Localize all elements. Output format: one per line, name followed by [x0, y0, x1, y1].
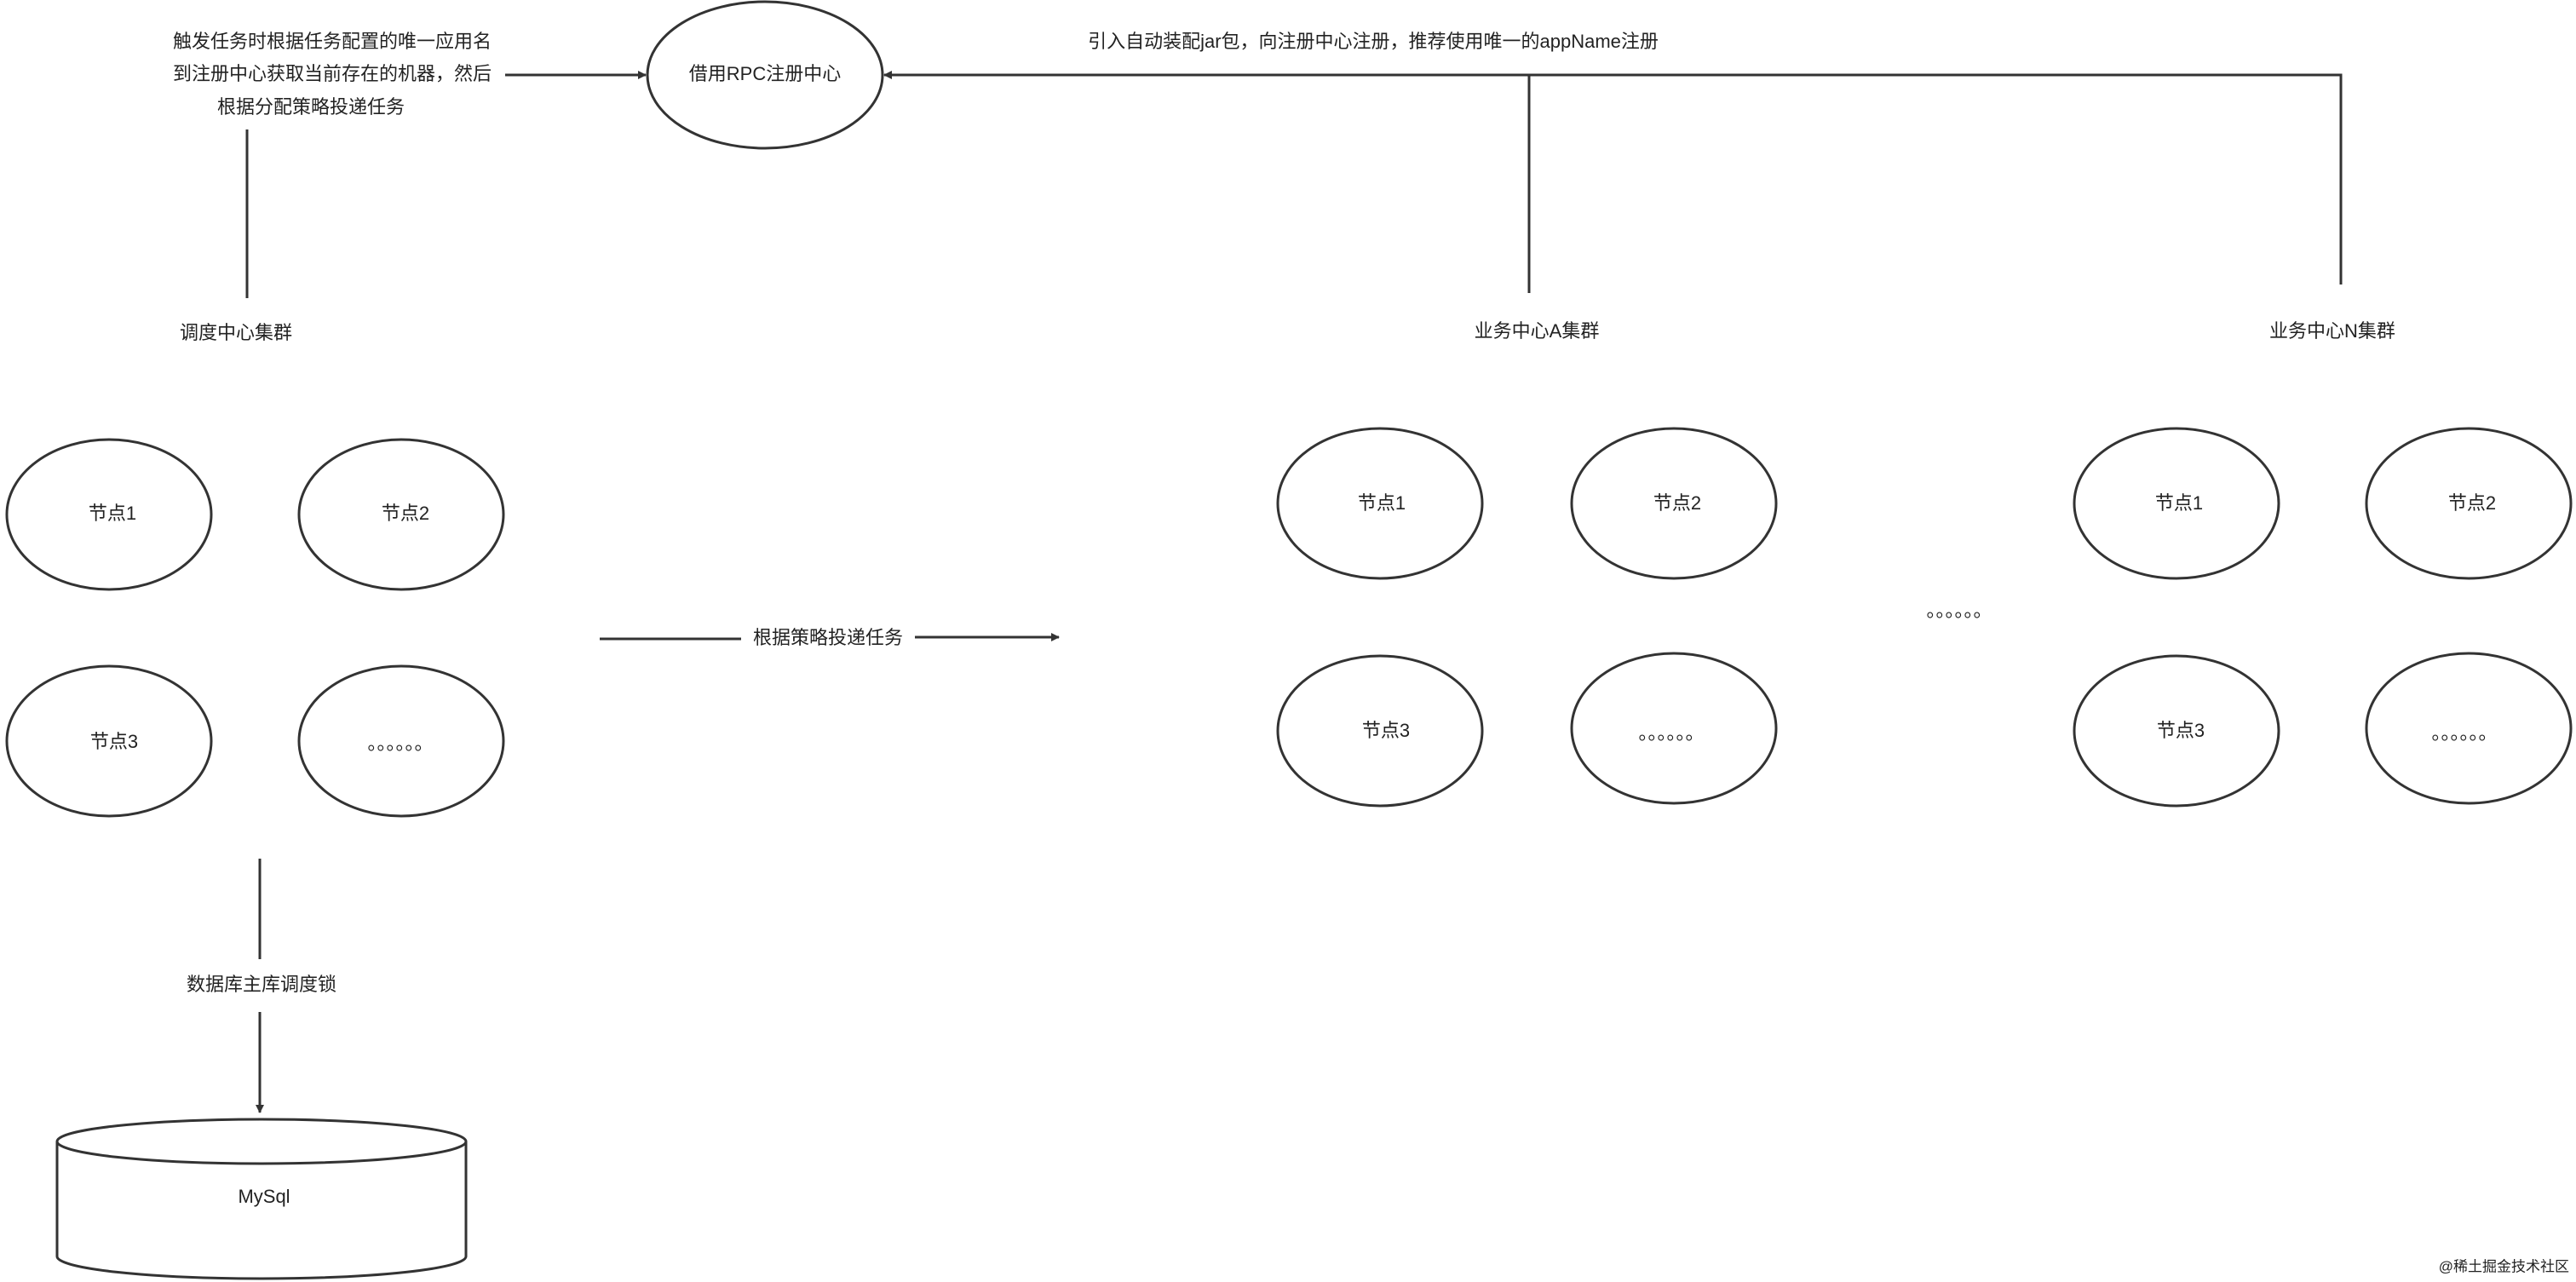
node-label: 节点1 — [1358, 492, 1406, 514]
registry-center: 借用RPC注册中心 — [646, 0, 884, 150]
scheduler-node-ellipsis: 。。。。。。 — [297, 664, 505, 818]
business-n-connector — [1529, 73, 2343, 285]
scheduler-note-line-3: 根据分配策略投递任务 — [217, 96, 405, 118]
business-a-node-2: 节点2 — [1570, 427, 1778, 580]
node-label: 节点3 — [90, 731, 138, 752]
db-lock-arrow: 数据库主库调度锁 — [187, 859, 336, 1113]
dispatch-arrow: 根据策略投递任务 — [600, 627, 1060, 648]
scheduler-note: 触发任务时根据任务配置的唯一应用名 到注册中心获取当前存在的机器，然后 根据分配… — [173, 31, 492, 118]
business-a-cluster: 业务中心A集群 节点1 节点2 节点3 。。。。。。 — [1276, 320, 1778, 808]
node-label: 节点2 — [1653, 492, 1701, 514]
registry-ellipse — [646, 0, 884, 150]
business-n-node-3: 节点3 — [2073, 654, 2280, 808]
node-label: 。。。。。。 — [1638, 722, 1704, 744]
node-label: 节点3 — [1362, 720, 1410, 741]
business-n-cluster-title: 业务中心N集群 — [2269, 320, 2395, 342]
database-label: MySql — [238, 1186, 290, 1207]
business-n-node-2: 节点2 — [2365, 427, 2573, 580]
node-label: 。。。。。。 — [2431, 722, 2497, 744]
node-label: 。。。。。。 — [367, 733, 433, 754]
node-label: 节点3 — [2157, 720, 2205, 741]
db-lock-arrow-label: 数据库主库调度锁 — [187, 974, 336, 995]
clusters-ellipsis: 。。。。。。 — [1926, 600, 1992, 621]
business-a-node-ellipsis: 。。。。。。 — [1570, 652, 1778, 805]
scheduler-cluster: 调度中心集群 节点1 节点2 节点3 。。。。。。 — [5, 322, 505, 818]
node-label: 节点2 — [2448, 492, 2496, 514]
scheduler-note-line-1: 触发任务时根据任务配置的唯一应用名 — [173, 31, 492, 52]
scheduler-cluster-title: 调度中心集群 — [180, 322, 292, 343]
business-n-node-ellipsis: 。。。。。。 — [2365, 652, 2573, 805]
business-n-cluster: 业务中心N集群 节点1 节点2 节点3 。。。。。。 — [2073, 320, 2573, 808]
node-label: 节点1 — [2155, 492, 2203, 514]
business-n-node-1: 节点1 — [2073, 427, 2280, 580]
scheduler-note-line-2: 到注册中心获取当前存在的机器，然后 — [173, 63, 492, 84]
node-label: 节点1 — [89, 503, 136, 524]
node-label: 节点2 — [382, 503, 429, 524]
business-note-label: 引入自动装配jar包，向注册中心注册，推荐使用唯一的appName注册 — [1088, 31, 1659, 52]
business-a-node-3: 节点3 — [1276, 654, 1484, 808]
registry-label: 借用RPC注册中心 — [689, 63, 841, 84]
scheduler-node-1: 节点1 — [5, 438, 213, 591]
database-body — [55, 1141, 468, 1280]
mysql-database: MySql — [55, 1118, 468, 1280]
business-a-cluster-title: 业务中心A集群 — [1475, 320, 1600, 342]
database-top — [55, 1118, 468, 1165]
watermark: @稀土掘金技术社区 — [2439, 1258, 2569, 1274]
scheduler-node-2: 节点2 — [297, 438, 505, 591]
business-a-node-1: 节点1 — [1276, 427, 1484, 580]
scheduler-node-3: 节点3 — [5, 664, 213, 818]
dispatch-arrow-label: 根据策略投递任务 — [753, 627, 903, 648]
